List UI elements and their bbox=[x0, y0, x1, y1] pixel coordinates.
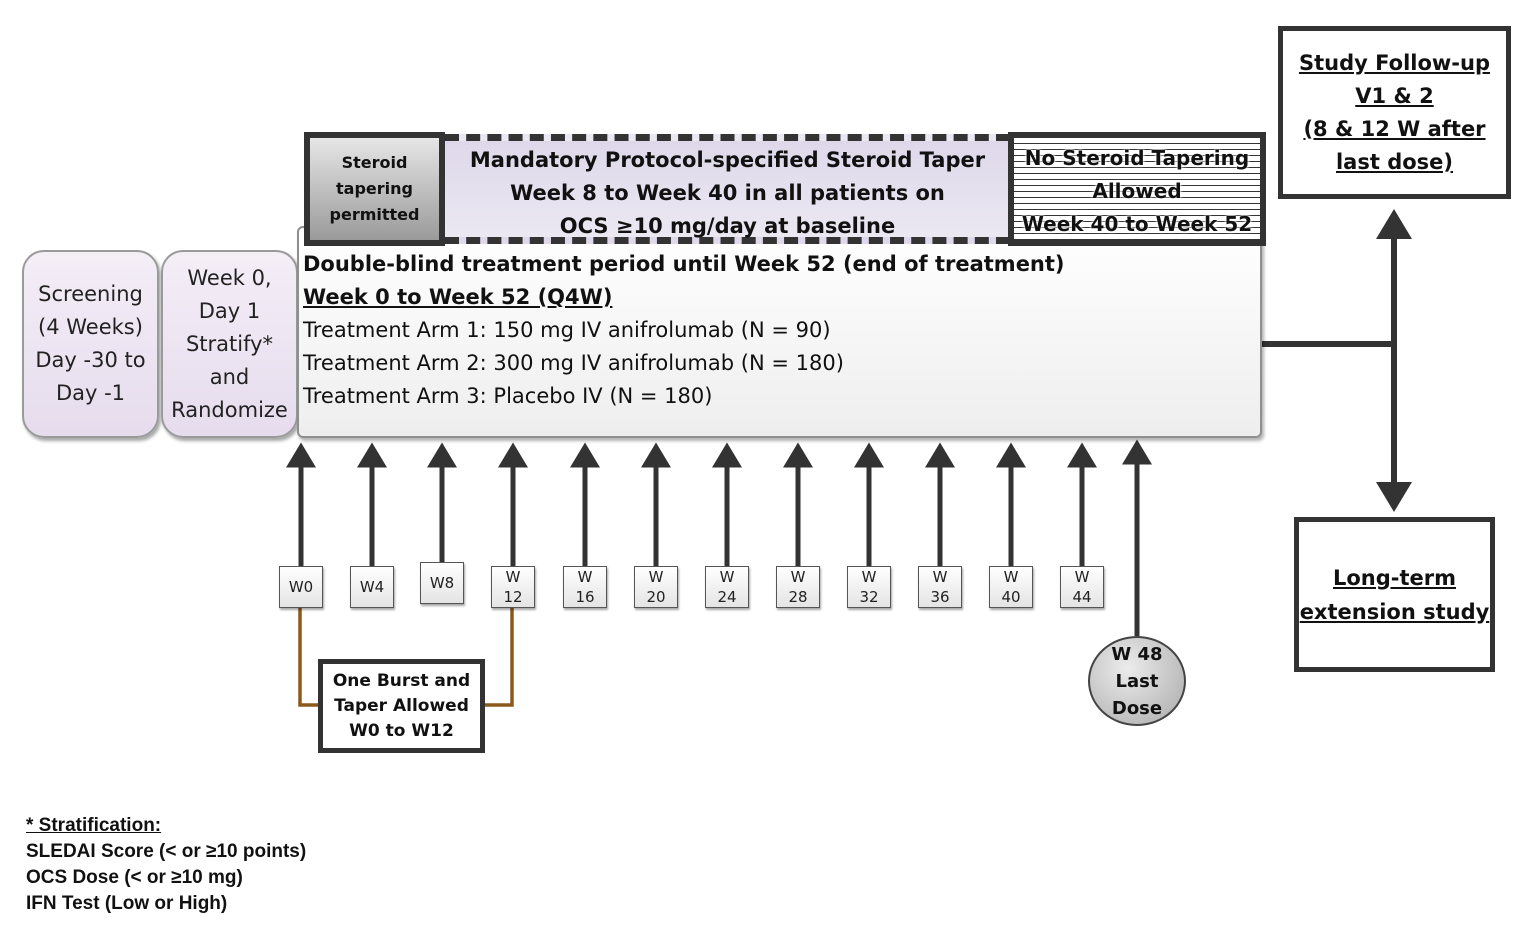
stratification-item: OCS Dose (< or ≥10 mg) bbox=[26, 867, 243, 888]
bracket-connector bbox=[298, 608, 514, 707]
randomize-line: Day 1 bbox=[198, 298, 261, 323]
treatment-arm-1: Treatment Arm 1: 150 mg IV anifrolumab (… bbox=[303, 318, 831, 342]
week-label: W8 bbox=[429, 574, 455, 592]
week-label: W bbox=[1003, 568, 1019, 586]
last-dose-line: Last bbox=[1115, 670, 1159, 692]
week-box: W 28 bbox=[776, 566, 820, 608]
treatment-schedule-text: Week 0 to Week 52 (Q4W) bbox=[303, 285, 613, 309]
week-label: 24 bbox=[717, 588, 737, 606]
week-label: 12 bbox=[503, 588, 523, 606]
screening-line: Screening bbox=[38, 282, 143, 306]
burst-line: Taper Allowed bbox=[334, 695, 469, 716]
week-label: 32 bbox=[859, 588, 879, 606]
week-label: 44 bbox=[1072, 588, 1092, 606]
stratification-item: SLEDAI Score (< or ≥10 points) bbox=[26, 841, 307, 862]
follow-up-line: V1 & 2 bbox=[1355, 83, 1434, 108]
permitted-line: tapering bbox=[336, 179, 413, 198]
extension-line: Long-term bbox=[1332, 565, 1457, 590]
burst-line: W0 to W12 bbox=[349, 720, 454, 741]
last-dose-line: W 48 bbox=[1111, 643, 1163, 665]
week-label: 20 bbox=[646, 588, 666, 606]
burst-taper-box: One Burst and Taper Allowed W0 to W12 bbox=[318, 659, 485, 753]
week-label: 36 bbox=[930, 588, 950, 606]
taper-line: OCS ≥10 mg/day at baseline bbox=[559, 214, 896, 238]
taper-line: Mandatory Protocol-specified Steroid Tap… bbox=[469, 148, 986, 172]
week-label: W4 bbox=[359, 578, 385, 596]
randomize-box: Week 0, Day 1 Stratify* and Randomize bbox=[161, 250, 298, 438]
taper-line: Week 8 to Week 40 in all patients on bbox=[510, 181, 945, 205]
last-dose-circle: W 48 Last Dose bbox=[1088, 636, 1186, 726]
stratification-heading: * Stratification: bbox=[26, 815, 162, 836]
follow-up-box: Study Follow-up V1 & 2 (8 & 12 W after l… bbox=[1278, 26, 1511, 199]
extension-line: extension study bbox=[1299, 599, 1490, 624]
treatment-arm-3: Treatment Arm 3: Placebo IV (N = 180) bbox=[303, 384, 713, 408]
no-tapering-line: Week 40 to Week 52 bbox=[1021, 212, 1253, 236]
week-label: W bbox=[861, 568, 877, 586]
week-label: W bbox=[932, 568, 948, 586]
follow-up-line: last dose) bbox=[1335, 149, 1454, 174]
screening-box: Screening (4 Weeks) Day -30 to Day -1 bbox=[22, 250, 159, 438]
week-label: W bbox=[719, 568, 735, 586]
week-box: W 44 bbox=[1060, 566, 1104, 608]
no-tapering-line: Allowed bbox=[1092, 179, 1182, 203]
week-label: W bbox=[1074, 568, 1090, 586]
week-label: W bbox=[505, 568, 521, 586]
week-box: W 40 bbox=[989, 566, 1033, 608]
week-arrows bbox=[286, 442, 1097, 566]
week-box: W 16 bbox=[563, 566, 607, 608]
permitted-line: permitted bbox=[329, 205, 420, 224]
week-label: W bbox=[577, 568, 593, 586]
steroid-permitted-box: Steroid tapering permitted bbox=[304, 132, 445, 246]
treatment-period-text: Double-blind treatment period until Week… bbox=[303, 252, 1065, 276]
stratification-item: IFN Test (Low or High) bbox=[26, 893, 228, 914]
week-box: W 36 bbox=[918, 566, 962, 608]
mandatory-taper-box: Mandatory Protocol-specified Steroid Tap… bbox=[445, 134, 1010, 244]
randomize-line: Stratify* bbox=[185, 331, 274, 356]
week-label: 28 bbox=[788, 588, 808, 606]
stratification-note: * Stratification: SLEDAI Score (< or ≥10… bbox=[26, 813, 306, 917]
burst-line: One Burst and bbox=[332, 670, 471, 691]
screening-line: Day -30 to bbox=[35, 348, 146, 372]
follow-up-line: (8 & 12 W after bbox=[1303, 116, 1486, 141]
last-dose-line: Dose bbox=[1111, 697, 1163, 719]
no-tapering-box: No Steroid Tapering Allowed Week 40 to W… bbox=[1008, 132, 1266, 246]
week-box: W 12 bbox=[491, 566, 535, 608]
week-label: W0 bbox=[288, 578, 314, 596]
week-box: W0 bbox=[279, 566, 323, 608]
week-box: W 20 bbox=[634, 566, 678, 608]
week-box: W 32 bbox=[847, 566, 891, 608]
treatment-period-box: Double-blind treatment period until Week… bbox=[297, 226, 1262, 438]
treatment-arm-2: Treatment Arm 2: 300 mg IV anifrolumab (… bbox=[303, 351, 844, 375]
week-label: 16 bbox=[575, 588, 595, 606]
week-box: W 24 bbox=[705, 566, 749, 608]
week-label: 40 bbox=[1001, 588, 1021, 606]
randomize-line: Week 0, bbox=[187, 265, 272, 290]
week-box: W4 bbox=[350, 566, 394, 608]
screening-line: (4 Weeks) bbox=[38, 315, 143, 339]
randomize-line: and bbox=[209, 364, 250, 389]
extension-study-box: Long-term extension study bbox=[1294, 517, 1495, 672]
week-label: W bbox=[790, 568, 806, 586]
permitted-line: Steroid bbox=[341, 153, 408, 172]
follow-up-line: Study Follow-up bbox=[1299, 50, 1490, 75]
no-tapering-line: No Steroid Tapering bbox=[1024, 146, 1250, 170]
week-label: W bbox=[648, 568, 664, 586]
week-box: W8 bbox=[420, 562, 464, 604]
screening-line: Day -1 bbox=[55, 381, 126, 405]
randomize-line: Randomize bbox=[171, 397, 288, 422]
